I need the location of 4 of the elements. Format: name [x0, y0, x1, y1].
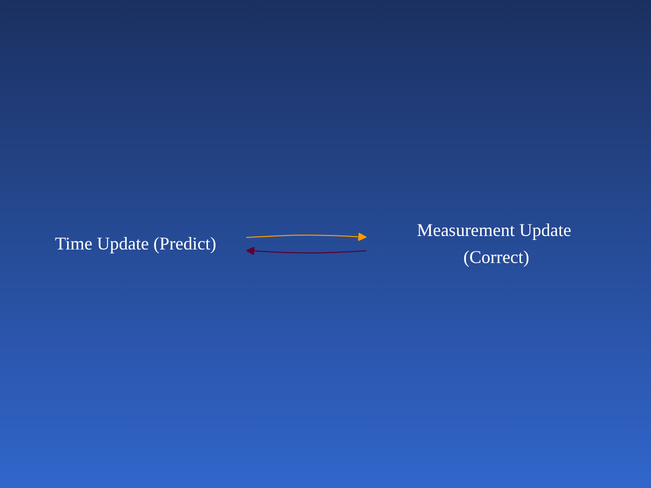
arrow — [246, 246, 367, 256]
arrow — [246, 232, 367, 242]
node-text: Time Update (Predict) — [54, 234, 216, 254]
node-text: Measurement Update (Correct) — [416, 220, 572, 267]
